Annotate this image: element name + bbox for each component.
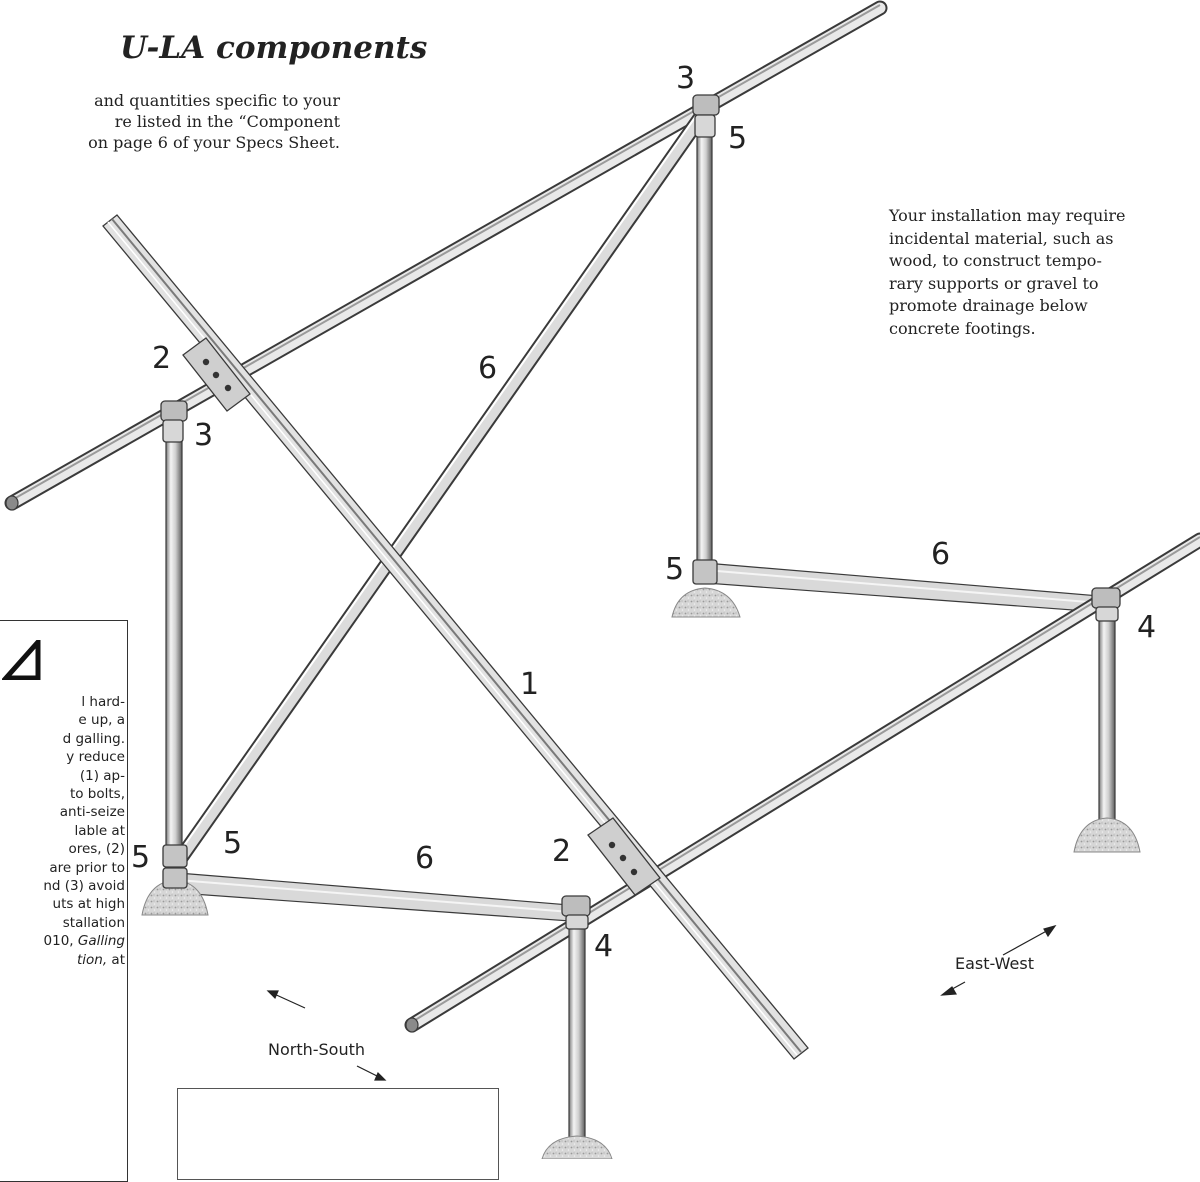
warning-line: nd (3) avoid [43, 878, 125, 895]
callout-6: 6 [931, 537, 951, 572]
note-line: wood, to construct tempo- [889, 251, 1102, 270]
warning-fragment-italic: tion, [76, 951, 108, 968]
right-horizontal-strut [704, 562, 1101, 613]
left-back-vertical-leg [165, 419, 183, 876]
warning-line: tion, at [0, 951, 125, 969]
clamp-plate-upper [182, 337, 251, 412]
callout-5: 5 [665, 552, 685, 587]
warning-line: are prior to [49, 859, 125, 876]
galling-warning-box [0, 620, 128, 1182]
note-line: promote drainage below [889, 296, 1088, 315]
tee-fitting-top-left [160, 400, 188, 443]
intro-line: and quantities specific to your [94, 91, 340, 110]
left-horizontal-strut [177, 872, 571, 922]
tee-fitting-top-right [692, 94, 720, 138]
tee-fitting-right-front [1091, 587, 1121, 622]
intro-paragraph: and quantities specific to your re liste… [0, 90, 340, 153]
note-line: rary supports or gravel to [889, 273, 1099, 293]
warning-line: anti-seize [59, 804, 125, 821]
incidental-material-note: Your installation may require incidental… [889, 205, 1200, 340]
warning-fragment: 010, [43, 933, 74, 950]
callout-5: 5 [728, 121, 748, 156]
callout-2: 2 [152, 341, 172, 376]
north-south-arrow [266, 990, 387, 1081]
warning-line: e up, a [78, 712, 125, 729]
page-title: U-LA components [120, 30, 428, 66]
galling-warning-text: l hard- e up, a d galling. y reduce (1) … [0, 693, 125, 969]
warning-fragment-italic: Galling [77, 933, 125, 950]
intro-line: on page 6 of your Specs Sheet. [88, 133, 340, 152]
warning-fragment: at [111, 951, 125, 968]
warning-line: 010, Galling [0, 932, 125, 950]
inset-detail-box [177, 1088, 499, 1180]
callout-1: 1 [520, 667, 540, 702]
bracket-left-back-base [162, 844, 188, 889]
clamp-plate-lower [587, 817, 661, 896]
warning-line: lable at [74, 822, 125, 839]
callout-6: 6 [478, 351, 498, 386]
callout-3: 3 [676, 61, 696, 96]
callout-2: 2 [552, 834, 572, 869]
center-front-vertical-leg [541, 914, 613, 1159]
note-line: Your installation may require [889, 206, 1126, 225]
warning-line: y reduce [66, 749, 125, 766]
warning-line: uts at high [52, 896, 125, 913]
diagonal-brace-upper [171, 113, 707, 867]
bracket-right-back-base [692, 559, 718, 585]
warning-line: (1) ap- [79, 767, 125, 784]
warning-line: stallation [62, 914, 125, 931]
callout-3: 3 [194, 418, 214, 453]
callout-4: 4 [1137, 610, 1157, 645]
warning-triangle-icon [2, 640, 41, 680]
callout-6: 6 [415, 841, 435, 876]
east-west-arrow [940, 924, 1057, 996]
right-front-vertical-leg [1073, 607, 1141, 853]
tee-fitting-center-front [561, 895, 591, 930]
intro-line: re listed in the “Component [114, 112, 340, 131]
note-line: concrete footings. [889, 318, 1036, 338]
callout-5: 5 [223, 826, 243, 861]
east-west-label: East-West [955, 954, 1034, 973]
warning-line: to bolts, [69, 786, 125, 803]
right-back-footing [671, 587, 741, 618]
callout-5: 5 [131, 840, 151, 875]
right-back-vertical-leg [696, 117, 713, 579]
warning-line: l hard- [81, 694, 125, 710]
callout-4: 4 [594, 929, 614, 964]
upper-horizontal-pipe [4, 0, 888, 511]
warning-line: ores, (2) [68, 841, 125, 858]
warning-line: d galling. [62, 730, 125, 747]
north-south-label: North-South [268, 1040, 366, 1059]
lower-horizontal-pipe [404, 532, 1200, 1033]
note-line: incidental material, such as [889, 228, 1114, 248]
